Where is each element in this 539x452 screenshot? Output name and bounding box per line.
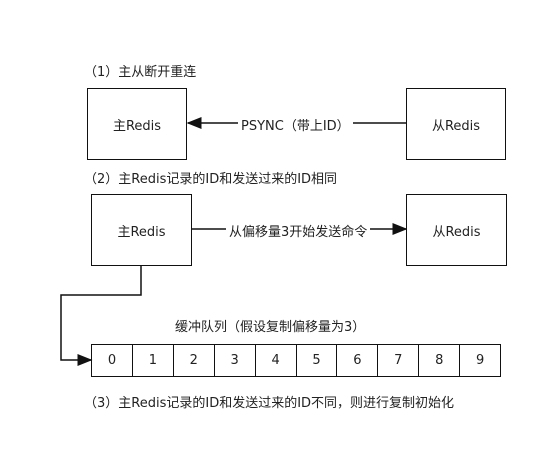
queue-cell: 5 (297, 345, 338, 376)
step1-master-label: 主Redis (112, 118, 162, 134)
send-commands-label: 从偏移量3开始发送命令 (226, 221, 371, 240)
step2-master-label: 主Redis (117, 224, 166, 240)
master-to-queue-arrow (60, 265, 142, 366)
queue-cell: 1 (133, 345, 174, 376)
step2-slave-box: 从Redis (406, 194, 507, 266)
queue-cell: 6 (337, 345, 379, 376)
step1-master-box: 主Redis (87, 88, 187, 160)
queue-cell: 7 (378, 345, 420, 376)
step1-slave-label: 从Redis (431, 118, 481, 134)
queue-cell: 8 (419, 345, 461, 376)
queue-cell: 4 (256, 345, 297, 376)
step1-slave-box: 从Redis (406, 88, 506, 160)
step2-master-box: 主Redis (91, 194, 192, 266)
psync-label: PSYNC（带上ID） (238, 115, 353, 134)
queue-cell: 9 (475, 353, 485, 368)
queue-cell: 0 (92, 345, 133, 376)
step1-caption: （1）主从断开重连 (84, 65, 197, 80)
step2-slave-label: 从Redis (432, 224, 481, 240)
step3-caption: （3）主Redis记录的ID和发送过来的ID不同，则进行复制初始化 (84, 396, 455, 411)
queue-cell: 3 (215, 345, 256, 376)
queue-cell: 2 (174, 345, 215, 376)
step2-caption: （2）主Redis记录的ID和发送过来的ID相同 (84, 172, 338, 187)
queue-caption: 缓冲队列（假设复制偏移量为3） (175, 320, 366, 335)
